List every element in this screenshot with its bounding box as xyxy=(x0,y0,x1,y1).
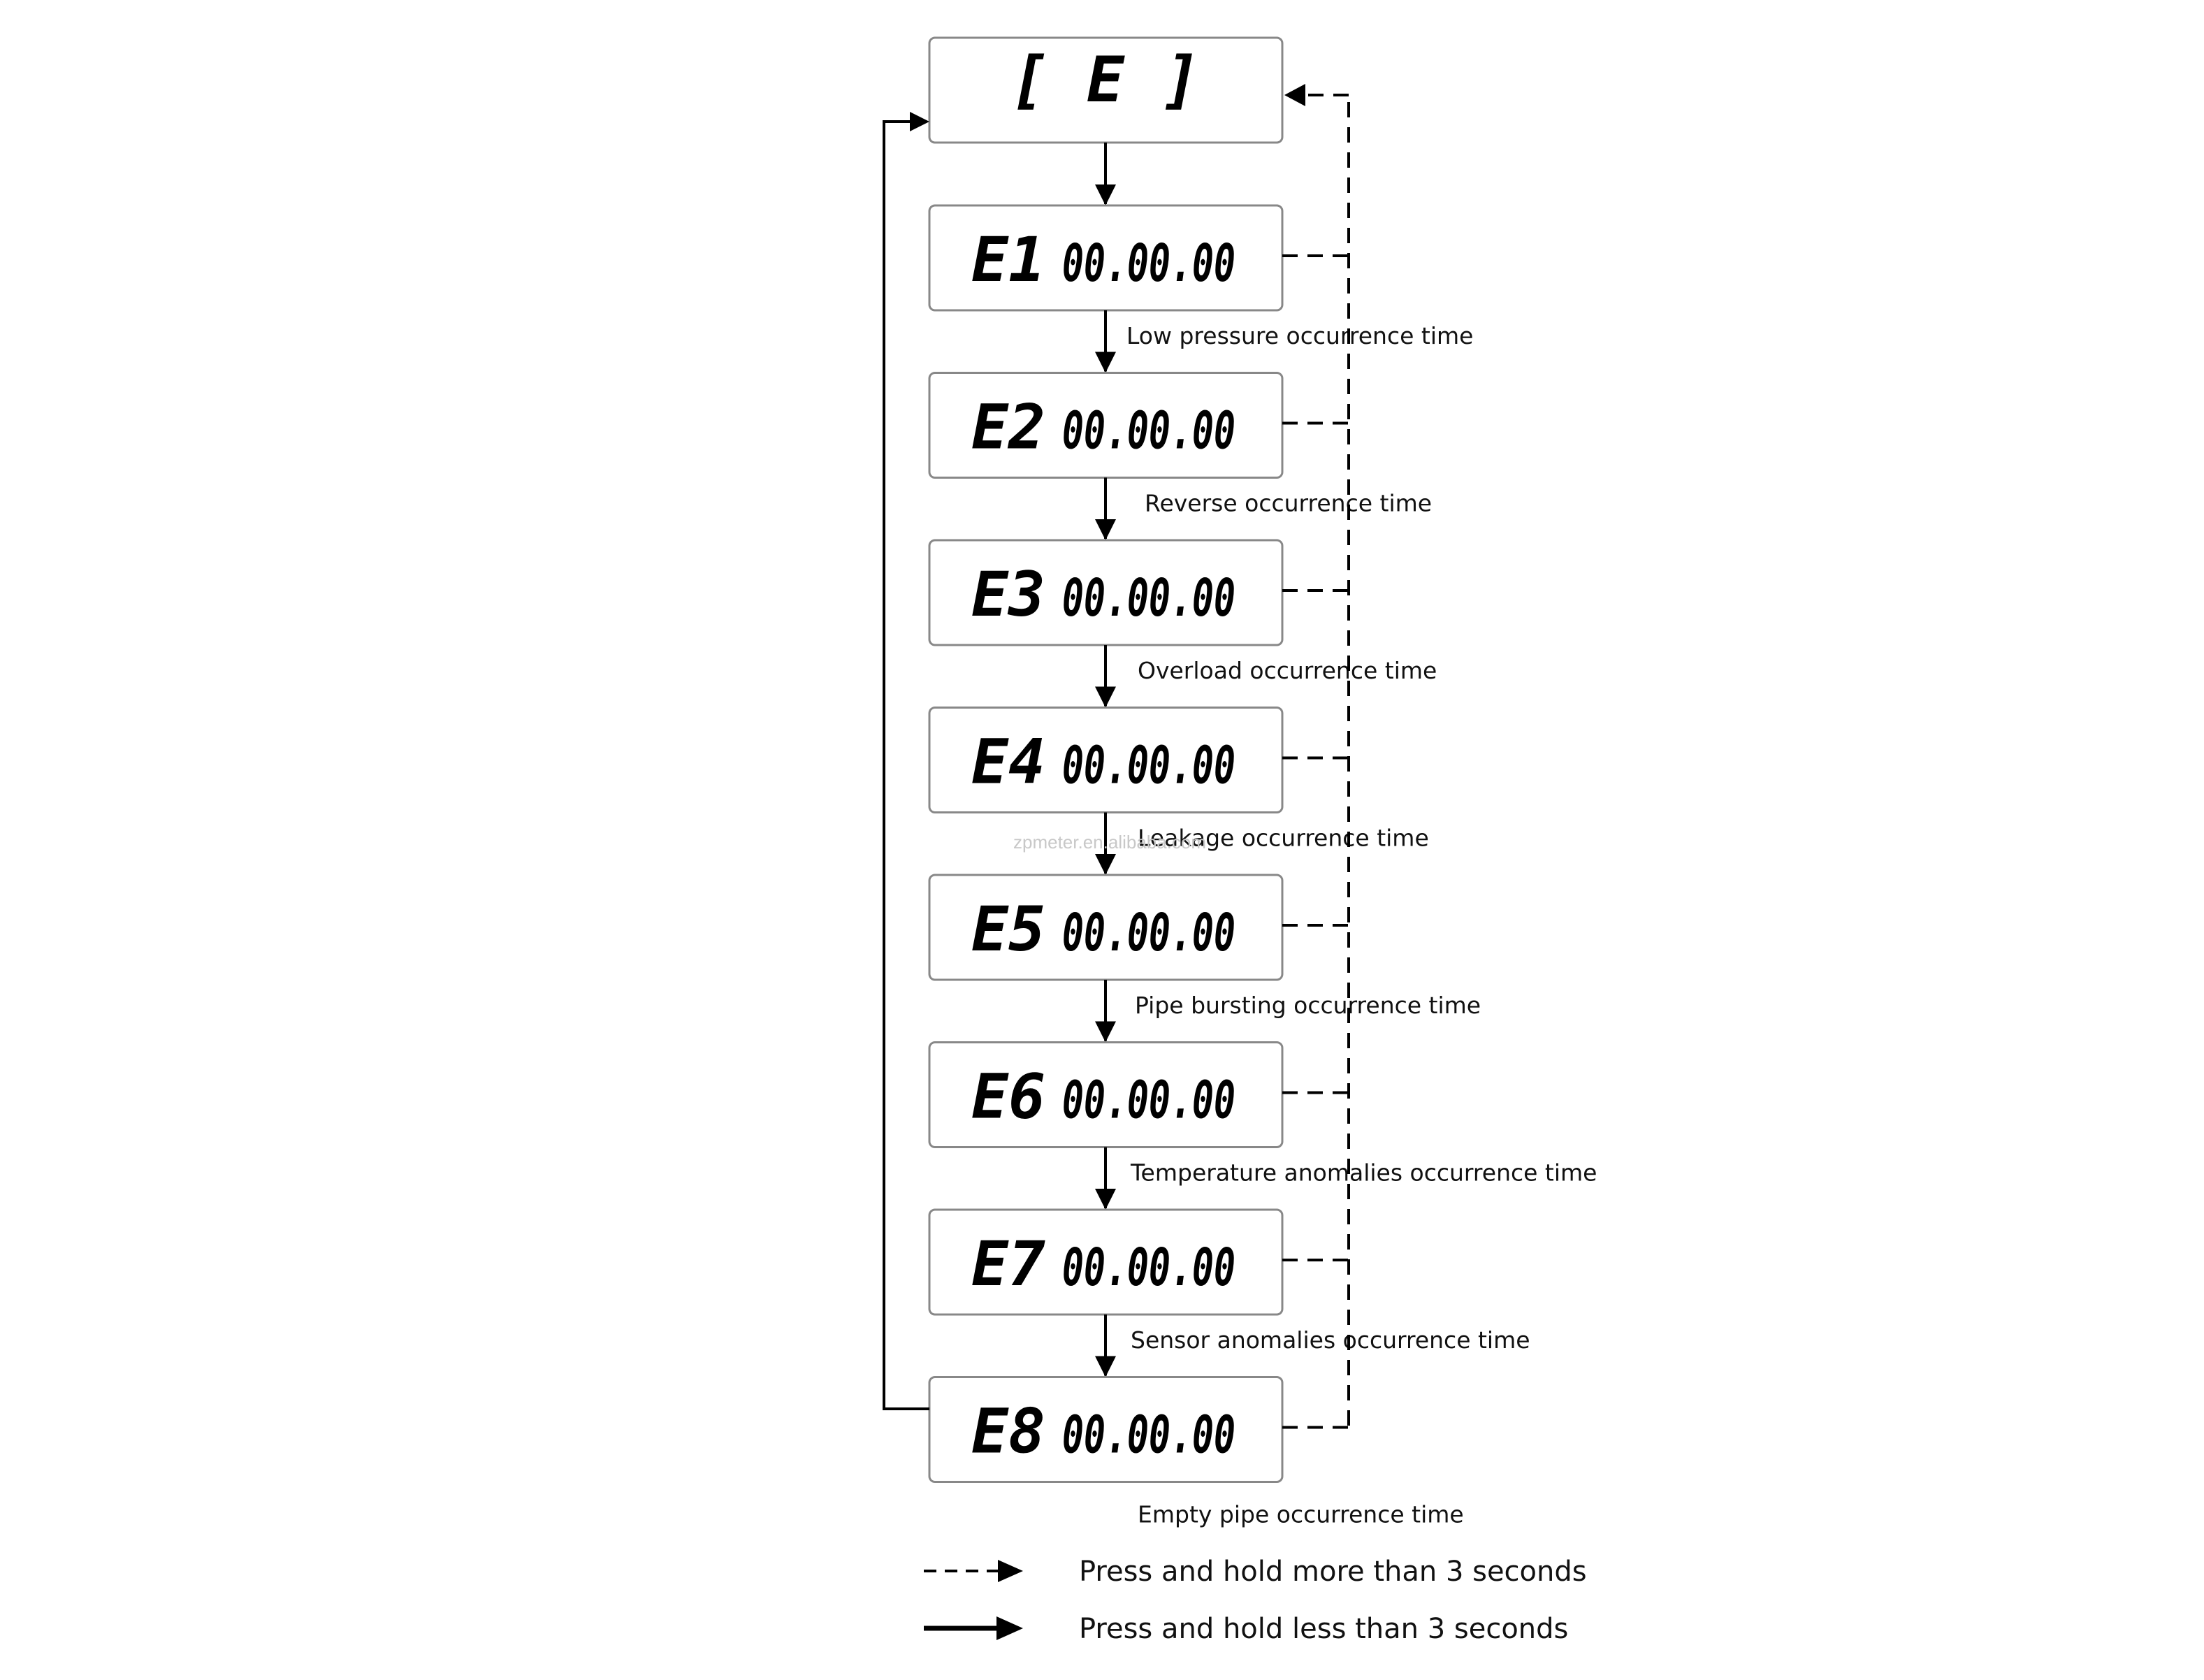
return-loop-dashed xyxy=(1284,84,1350,1426)
lcd-event-code: E4 xyxy=(971,726,1045,798)
lcd-event-value: 00.00.00 xyxy=(1062,903,1235,963)
watermark-text: zpmeter.en.alibaba.com xyxy=(1013,832,1206,853)
return-arrowhead-dashed xyxy=(1284,84,1305,106)
event-description: Low pressure occurrence time xyxy=(1126,322,1473,349)
lcd-event-value: 00.00.00 xyxy=(1062,736,1235,796)
return-loop-solid xyxy=(883,112,929,1410)
lcd-event-code: E6 xyxy=(971,1061,1045,1133)
legend-solid-label: Press and hold less than 3 seconds xyxy=(1079,1613,1568,1645)
lcd-event-value: 00.00.00 xyxy=(1062,568,1235,628)
event-description: Pipe bursting occurrence time xyxy=(1135,992,1481,1019)
legend-dashed-label: Press and hold more than 3 seconds xyxy=(1079,1556,1587,1588)
lcd-event-code: E2 xyxy=(971,391,1045,463)
lcd-event-code: E5 xyxy=(971,893,1045,965)
lcd-event-value: 00.00.00 xyxy=(1062,1071,1235,1131)
lcd-event-code: E3 xyxy=(971,558,1045,630)
event-description: Reverse occurrence time xyxy=(1145,490,1432,517)
event-description: Temperature anomalies occurrence time xyxy=(1130,1159,1597,1187)
event-description: Sensor anomalies occurrence time xyxy=(1131,1326,1530,1354)
return-arrowhead-solid xyxy=(910,112,929,131)
legend-dashed-arrowhead xyxy=(998,1560,1023,1582)
lcd-display-box xyxy=(928,1376,1284,1483)
return-line-solid xyxy=(883,120,929,1410)
lcd-event-value: 00.00.00 xyxy=(1062,1238,1235,1298)
lcd-event-code: E7 xyxy=(971,1228,1045,1300)
lcd-event-value: 00.00.00 xyxy=(1062,401,1235,461)
lcd-event-code: E8 xyxy=(971,1396,1045,1468)
lcd-event-code: E1 xyxy=(971,224,1045,296)
header-display-text: [ E ] xyxy=(1011,43,1201,117)
event-description: Overload occurrence time xyxy=(1138,657,1437,684)
lcd-event-value: 00.00.00 xyxy=(1062,1405,1235,1465)
header-display: [ E ] xyxy=(928,36,1284,144)
lcd-event-value: 00.00.00 xyxy=(1062,233,1235,294)
legend-solid-arrowhead xyxy=(996,1616,1023,1640)
event-description: Empty pipe occurrence time xyxy=(1138,1501,1464,1528)
event-description: Leakage occurrence time xyxy=(1138,825,1429,852)
legend: Press and hold more than 3 seconds Press… xyxy=(924,1556,1587,1645)
